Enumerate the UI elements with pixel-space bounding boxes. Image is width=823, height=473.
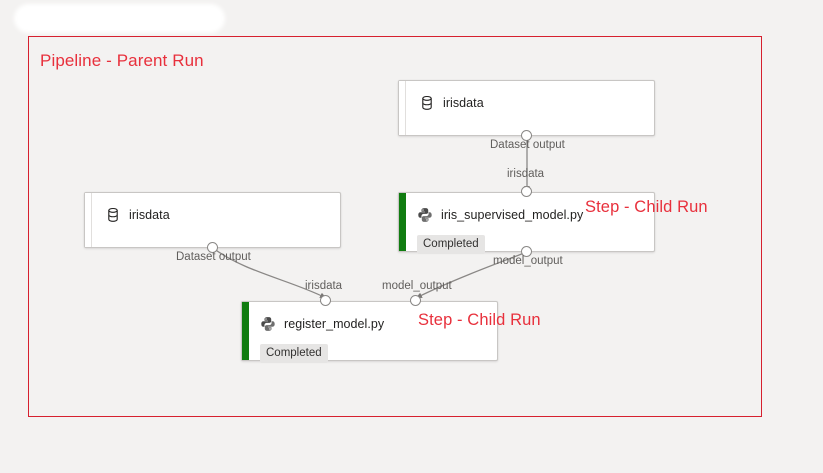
python-icon <box>418 208 432 222</box>
port-input-register-irisdata[interactable] <box>320 295 331 306</box>
status-badge: Completed <box>417 235 485 254</box>
status-badge: Completed <box>260 344 328 363</box>
node-title: irisdata <box>443 96 484 110</box>
node-header: iris_supervised_model.py <box>399 202 654 228</box>
port-input-register-model-output[interactable] <box>410 295 421 306</box>
edge-label-model-output-supervised: model_output <box>493 255 563 267</box>
node-accent-bar <box>85 193 92 247</box>
edge-label-irisdata-to-register: irisdata <box>305 280 343 292</box>
node-status-accent-bar <box>399 193 406 251</box>
edge-label-dataset-output-left: Dataset output <box>176 251 251 263</box>
node-title: irisdata <box>129 208 170 222</box>
node-header: irisdata <box>85 202 340 228</box>
node-accent-bar <box>399 81 406 135</box>
node-dataset-irisdata-top[interactable]: irisdata <box>398 80 655 136</box>
port-output-supervised[interactable] <box>521 246 532 257</box>
annotation-step-child-run-register: Step - Child Run <box>418 311 541 329</box>
database-icon <box>422 95 432 110</box>
edge-label-dataset-output-top: Dataset output <box>490 139 565 151</box>
edge-label-irisdata-to-supervised: irisdata <box>507 168 545 180</box>
node-header: irisdata <box>399 90 654 116</box>
database-icon <box>108 207 118 222</box>
node-dataset-irisdata-left[interactable]: irisdata <box>84 192 341 248</box>
port-output-dataset-left[interactable] <box>207 242 218 253</box>
port-output-dataset-top[interactable] <box>521 130 532 141</box>
node-step-register-model[interactable]: register_model.py Completed <box>241 301 498 363</box>
node-title: register_model.py <box>284 317 385 331</box>
annotation-step-child-run-supervised: Step - Child Run <box>585 198 708 216</box>
port-input-supervised[interactable] <box>521 186 532 197</box>
node-header: register_model.py <box>242 311 497 337</box>
edge-label-model-output-to-register: model_output <box>382 280 452 292</box>
node-title: iris_supervised_model.py <box>441 208 584 222</box>
node-step-iris-supervised-model[interactable]: iris_supervised_model.py Completed <box>398 192 655 254</box>
parent-run-frame <box>28 36 762 417</box>
python-icon <box>261 317 275 331</box>
redacted-title-pill <box>14 4 225 33</box>
node-status-accent-bar <box>242 302 249 360</box>
parent-run-label: Pipeline - Parent Run <box>40 51 204 70</box>
